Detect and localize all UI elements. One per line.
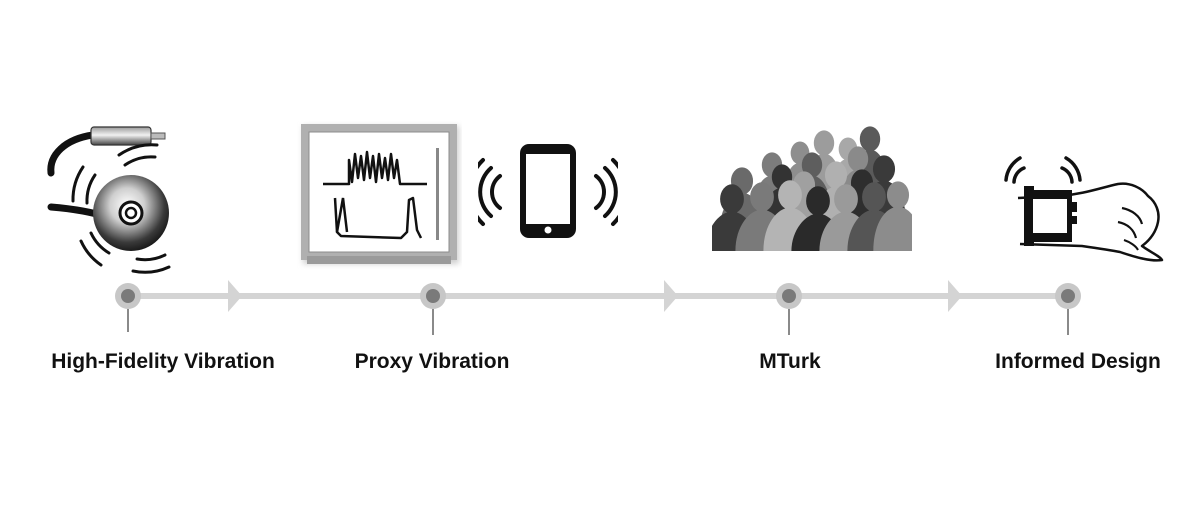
vibrating-smartwatch-icon — [1004, 156, 1164, 262]
stage-label-high-fidelity-vibration: High-Fidelity Vibration — [51, 350, 275, 373]
stage-label-proxy-vibration: Proxy Vibration — [354, 350, 510, 373]
crowd-person — [873, 181, 912, 251]
timeline-track — [127, 293, 1070, 299]
timeline-arrow-1 — [228, 280, 242, 312]
timeline-node-2 — [420, 283, 446, 335]
stage-label-informed-design: Informed Design — [995, 350, 1161, 373]
vibrating-phone-icon — [478, 144, 618, 238]
timeline-arrow-3 — [948, 280, 962, 312]
voice-coil-actuator-icon — [47, 126, 171, 274]
waveform-monitor-icon — [301, 124, 459, 264]
timeline-node-1 — [115, 283, 141, 332]
timeline-node-4 — [1055, 283, 1081, 335]
timeline-arrow-2 — [664, 280, 678, 312]
timeline-node-3 — [776, 283, 802, 335]
crowd-icon — [712, 126, 912, 251]
stage-label-mturk: MTurk — [759, 350, 821, 373]
